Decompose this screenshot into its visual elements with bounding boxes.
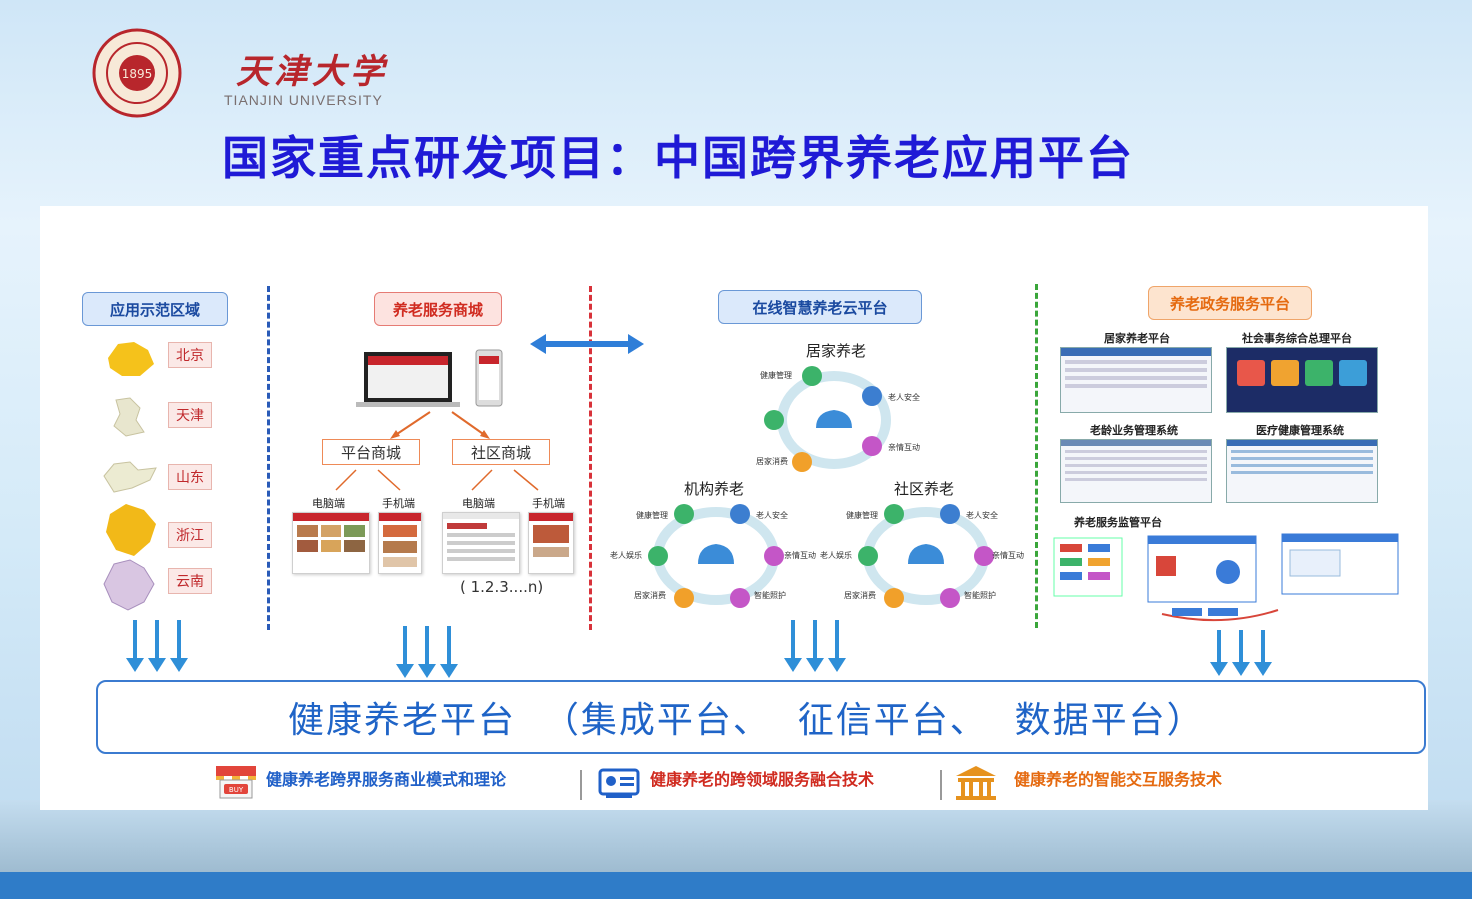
node-label: 健康管理 — [636, 511, 668, 520]
university-name-en: TIANJIN UNIVERSITY — [224, 92, 383, 108]
cloud-title: 在线智慧养老云平台 — [718, 290, 922, 324]
node-label: 亲情互动 — [784, 551, 816, 560]
node-label: 健康管理 — [760, 371, 792, 380]
footer-item-business: 健康养老跨界服务商业模式和理论 — [266, 770, 507, 789]
tianjin-map-icon — [113, 397, 145, 437]
zhejiang-map-icon — [106, 504, 156, 556]
home-platform-title: 居家养老平台 — [1104, 332, 1170, 345]
province-label: 山东 — [168, 464, 212, 490]
mall-title: 养老服务商城 — [374, 292, 502, 326]
node-label: 老人安全 — [888, 393, 920, 402]
mall-arrows — [390, 411, 490, 439]
demo-region-title: 应用示范区域 — [82, 292, 228, 326]
node-label: 老人娱乐 — [820, 551, 852, 560]
bottom-band — [0, 872, 1472, 899]
community-mall-box: 社区商城 — [452, 439, 550, 465]
aging-system-screen — [1060, 439, 1212, 503]
medical-system-title: 医疗健康管理系统 — [1256, 424, 1344, 437]
footer-item-interaction: 健康养老的智能交互服务技术 — [1014, 770, 1223, 789]
university-seal-icon: 1895 — [92, 28, 182, 118]
supervise-platform-title: 养老服务监管平台 — [1074, 516, 1162, 529]
down-arrows-4 — [1210, 630, 1272, 676]
social-platform-title: 社会事务综合总理平台 — [1242, 332, 1352, 345]
province-label: 云南 — [168, 568, 212, 594]
mall-count: ( 1.2.3....n) — [460, 578, 544, 596]
node-label: 居家消费 — [634, 591, 666, 600]
institution-ring — [648, 504, 784, 608]
pc-screenshot-2 — [442, 512, 520, 574]
down-arrows-3 — [784, 620, 846, 672]
institution-care-title: 机构养老 — [684, 480, 745, 498]
pc-label-2: 电脑端 — [462, 497, 495, 510]
page-title: 国家重点研发项目：中国跨界养老应用平台 — [222, 131, 1134, 185]
svg-text:1895: 1895 — [122, 67, 153, 81]
node-label: 老人安全 — [756, 511, 788, 520]
node-label: 老人安全 — [966, 511, 998, 520]
id-card-icon — [598, 768, 640, 798]
node-label: 亲情互动 — [888, 443, 920, 452]
sub-arrows — [335, 469, 539, 491]
node-label: 居家消费 — [844, 591, 876, 600]
down-arrows-2 — [396, 626, 458, 678]
shandong-map-icon — [103, 461, 157, 493]
node-label: 亲情互动 — [992, 551, 1024, 560]
footer-item-fusion: 健康养老的跨领域服务融合技术 — [650, 770, 875, 789]
footer-divider — [580, 770, 582, 800]
building-icon — [956, 766, 996, 800]
node-label: 智能照护 — [754, 591, 786, 600]
svg-text:BUY: BUY — [229, 786, 244, 794]
aging-system-title: 老龄业务管理系统 — [1090, 424, 1178, 437]
home-care-ring — [764, 366, 891, 472]
phone-label-2: 手机端 — [532, 497, 565, 510]
footer-divider — [940, 770, 942, 800]
phone-screenshot-1 — [378, 512, 422, 574]
platform-mall-box: 平台商城 — [322, 439, 420, 465]
node-label: 智能照护 — [964, 591, 996, 600]
divider-2 — [589, 286, 592, 630]
pc-screenshot-1 — [292, 512, 370, 574]
yunnan-map-icon — [103, 559, 155, 611]
gov-title: 养老政务服务平台 — [1148, 286, 1312, 320]
campus-background — [0, 800, 1472, 872]
home-platform-screen — [1060, 347, 1212, 413]
social-platform-screen — [1226, 347, 1378, 413]
community-care-title: 社区养老 — [894, 480, 955, 498]
health-platform-text: 健康养老平台 （集成平台、 征信平台、 数据平台） — [288, 700, 1205, 741]
home-care-title: 居家养老 — [806, 342, 867, 360]
phone-screenshot-2 — [528, 512, 574, 574]
supervise-diagram — [1053, 533, 1399, 622]
node-label: 居家消费 — [756, 457, 788, 466]
province-label: 北京 — [168, 342, 212, 368]
province-label: 浙江 — [168, 522, 212, 548]
down-arrows-1 — [126, 620, 188, 672]
phone-label-1: 手机端 — [382, 497, 415, 510]
laptop-phone-icon — [356, 349, 503, 407]
divider-1 — [267, 286, 270, 630]
university-name-cn: 天津大学 — [236, 52, 388, 92]
node-label: 老人娱乐 — [610, 551, 642, 560]
pc-label-1: 电脑端 — [312, 497, 345, 510]
node-label: 健康管理 — [846, 511, 878, 520]
beijing-map-icon — [108, 342, 154, 376]
double-arrow-icon — [530, 334, 644, 354]
shop-buy-icon: BUY — [216, 766, 256, 799]
province-label: 天津 — [168, 402, 212, 428]
community-ring — [858, 504, 994, 608]
medical-system-screen — [1226, 439, 1378, 503]
health-platform-box: 健康养老平台 （集成平台、 征信平台、 数据平台） — [96, 680, 1426, 754]
divider-3 — [1035, 284, 1038, 628]
